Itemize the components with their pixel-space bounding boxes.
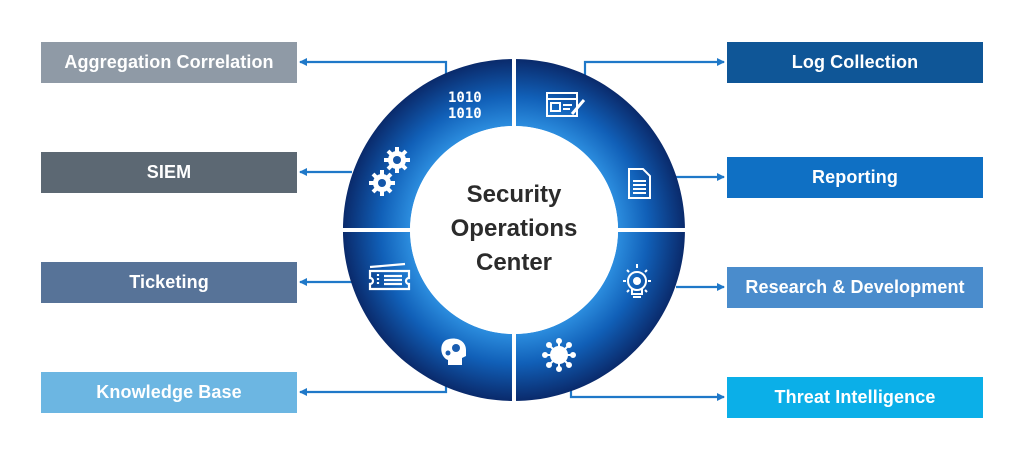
connector-log-collection	[583, 58, 725, 75]
box-label: Threat Intelligence	[774, 387, 936, 407]
box-label: Reporting	[812, 167, 898, 187]
connector-threat	[569, 385, 725, 401]
box-label: Ticketing	[129, 272, 209, 292]
box-reporting: Reporting	[727, 157, 983, 198]
center-title-line3: Center	[475, 249, 553, 276]
svg-text:1010: 1010	[448, 106, 482, 122]
center-title-line1: Security	[466, 181, 562, 208]
box-knowledge-base: Knowledge Base	[41, 372, 297, 413]
lightbulb-gear-icon	[623, 264, 651, 298]
box-label: SIEM	[146, 162, 192, 182]
box-siem: SIEM	[41, 152, 297, 193]
box-label: Log Collection	[791, 52, 919, 72]
box-label: Knowledge Base	[96, 382, 242, 402]
box-aggregation-correlation: Aggregation Correlation	[41, 42, 297, 83]
brain-gears-icon	[441, 338, 466, 365]
ring	[339, 55, 689, 405]
box-label: Research & Development	[745, 277, 965, 297]
ticket-icon	[368, 262, 411, 291]
box-threat-intelligence: Threat Intelligence	[727, 377, 983, 418]
connectors	[299, 58, 725, 401]
center-title-line2: Operations	[450, 215, 578, 242]
virus-icon	[542, 338, 576, 372]
connector-knowledge-base	[299, 385, 448, 396]
box-research-development: Research & Development	[727, 267, 983, 308]
document-icon	[628, 168, 651, 199]
center-title: Security Operations Center	[414, 178, 614, 280]
box-ticketing: Ticketing	[41, 262, 297, 303]
box-label: Aggregation Correlation	[64, 52, 274, 72]
web-editor-icon	[546, 92, 586, 117]
binary-icon: 1010 1010	[448, 90, 482, 122]
box-log-collection: Log Collection	[727, 42, 983, 83]
connector-aggregation	[299, 58, 448, 75]
svg-text:1010: 1010	[448, 90, 482, 106]
gears-icon	[369, 147, 410, 196]
